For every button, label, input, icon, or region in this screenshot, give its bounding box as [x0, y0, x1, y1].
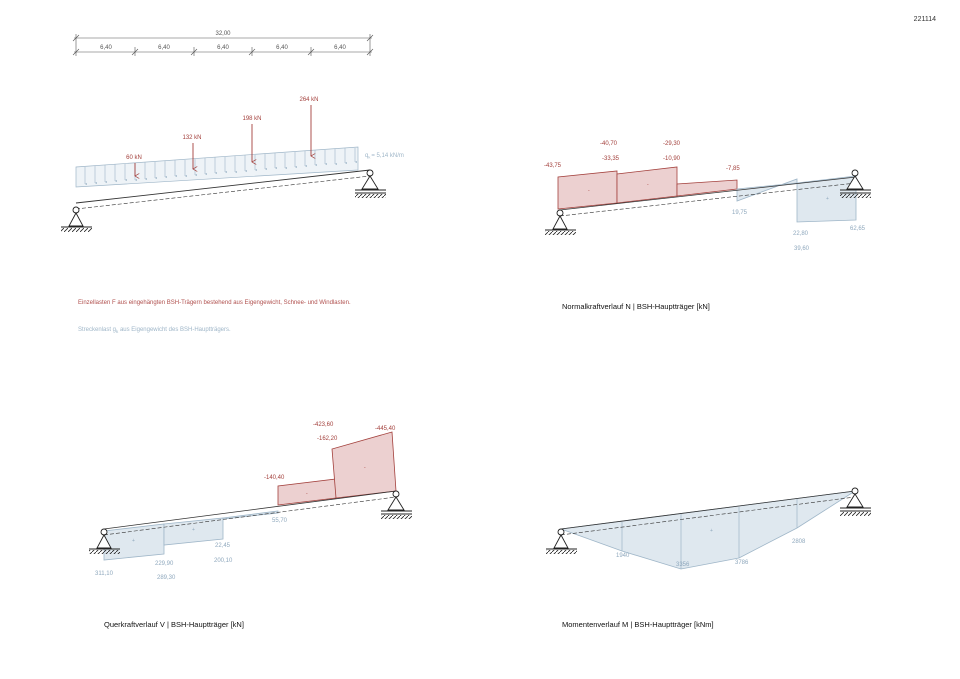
shear-force-diagram: + - - + -423,60 -162,20 -445,40 -140,40 …	[89, 422, 412, 581]
moment-label: 3786	[735, 560, 749, 566]
shear-force-label: 55,70	[272, 518, 288, 524]
normal-force-label: 19,75	[732, 210, 748, 216]
dimension-chain: 32,00 6,40 6,40 6,40 6,40 6,40	[72, 31, 374, 56]
moment-diagram: + 1940 3356 3786 2808	[546, 487, 871, 570]
dimension-segment: 6,40	[334, 45, 346, 51]
normal-force-compression-1	[557, 170, 618, 210]
normal-force-compression-2	[616, 166, 678, 204]
dimension-segment: 6,40	[276, 45, 288, 51]
distributed-load-area	[75, 146, 359, 188]
normal-force-label: 62,65	[850, 226, 866, 232]
normal-force-label: -33,35	[602, 156, 620, 162]
moment-label: 1940	[616, 553, 630, 559]
shear-force-label: 311,10	[95, 571, 114, 577]
normal-force-sign: +	[826, 196, 829, 202]
dimension-segment: 6,40	[217, 45, 229, 51]
shear-force-label: -423,60	[313, 422, 334, 428]
point-load-note: Einzellasten F aus eingehängten BSH-Träg…	[78, 300, 351, 306]
shear-force-title: Querkraftverlauf V | BSH-Hauptträger [kN…	[104, 620, 244, 629]
roller-support	[355, 169, 386, 194]
distributed-load-note: Streckenlast gk aus Eigengewicht des BSH…	[78, 327, 231, 335]
sheet-number: 221114	[913, 16, 936, 23]
normal-force-label: 22,80	[793, 231, 809, 237]
shear-force-sign: -	[306, 491, 308, 497]
shear-force-label: -162,20	[317, 436, 338, 442]
roller-support	[840, 169, 871, 194]
dimension-segment: 6,40	[158, 45, 170, 51]
normal-force-tension-1	[736, 178, 798, 202]
point-load-label: 198 kN	[242, 116, 261, 122]
pin-support	[546, 528, 577, 550]
moment-area	[560, 490, 856, 570]
normal-force-label: -43,75	[544, 163, 562, 169]
normal-force-sign: -	[588, 188, 590, 194]
shear-force-label: -445,40	[375, 426, 396, 432]
normal-force-label: -29,30	[663, 141, 681, 147]
shear-force-area-3	[222, 510, 279, 520]
moment-label: 3356	[676, 562, 690, 568]
normal-force-label: -40,70	[600, 141, 618, 147]
pin-support	[89, 528, 120, 550]
shear-force-sign: -	[364, 465, 366, 471]
normal-force-compression-3	[676, 179, 738, 197]
pin-support	[61, 206, 92, 228]
point-load-label: 132 kN	[182, 135, 201, 141]
dimension-segment: 6,40	[100, 45, 112, 51]
shear-force-label: 289,30	[157, 575, 176, 581]
roller-support	[381, 490, 412, 515]
normal-force-label: 39,60	[794, 246, 810, 252]
normal-force-label: -7,85	[726, 166, 740, 172]
roller-support	[840, 487, 871, 512]
distributed-load-label: qk= 5,14 kN/m	[365, 153, 404, 160]
normal-force-tension-2	[796, 175, 857, 223]
pin-support	[545, 209, 576, 231]
normal-force-diagram: - - + -43,75 -40,70 -33,35 -29,30 -10,90…	[544, 141, 871, 252]
shear-force-area-2	[163, 517, 224, 546]
point-load-label: 264 kN	[299, 97, 318, 103]
normal-force-sign: -	[647, 182, 649, 188]
shear-force-label: 200,10	[214, 558, 233, 564]
point-load-arrows	[135, 105, 311, 176]
normal-force-title: Normalkraftverlauf N | BSH-Hauptträger […	[562, 302, 710, 311]
moment-sign: +	[710, 528, 713, 534]
beam	[75, 169, 371, 210]
shear-force-label: 229,90	[155, 561, 174, 567]
dimension-total: 32,00	[215, 31, 231, 37]
shear-force-label: -140,40	[264, 475, 285, 481]
shear-force-sign: +	[192, 527, 195, 533]
load-diagram: qk= 5,14 kN/m 60 kN 132 kN 198 kN 264 kN	[61, 97, 404, 232]
shear-force-label: 22,45	[215, 543, 231, 549]
moment-title: Momentenverlauf M | BSH-Hauptträger [kNm…	[562, 620, 714, 629]
moment-label: 2808	[792, 539, 806, 545]
shear-force-sign: +	[132, 538, 135, 544]
point-load-label: 60 kN	[126, 155, 142, 161]
normal-force-label: -10,90	[663, 156, 681, 162]
